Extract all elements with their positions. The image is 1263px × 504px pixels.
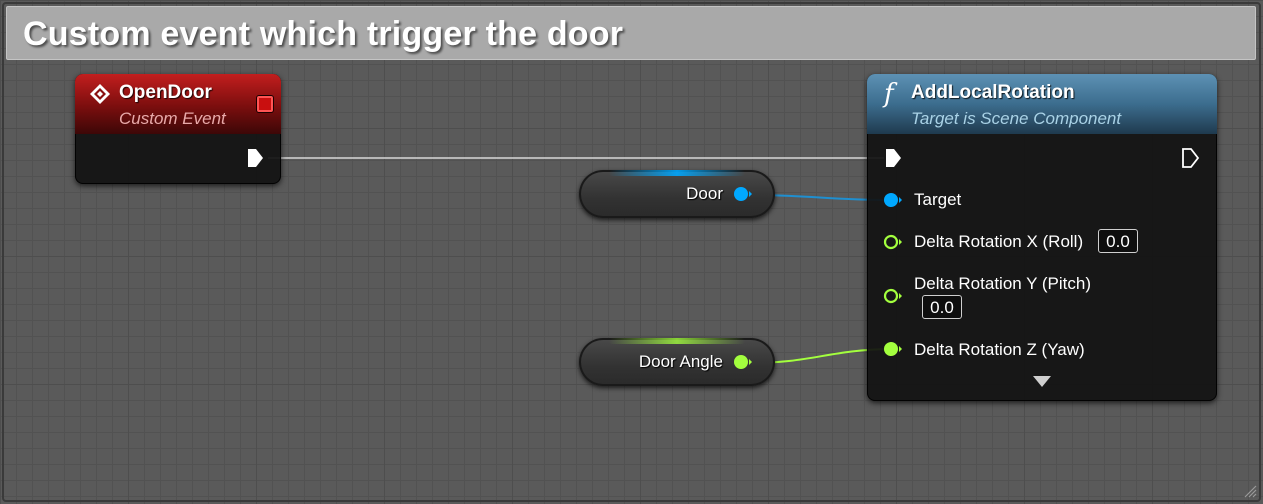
variable-highlight xyxy=(609,170,745,176)
delta-y-input-pin[interactable] xyxy=(883,288,903,304)
delegate-pin[interactable] xyxy=(257,96,273,112)
exec-input-pin[interactable] xyxy=(883,147,903,169)
node-subtitle: Custom Event xyxy=(119,109,226,128)
delta-y-value-field[interactable]: 0.0 xyxy=(922,295,962,319)
target-input-pin[interactable] xyxy=(883,192,903,208)
variable-label: Door xyxy=(686,184,723,203)
door-variable-node[interactable]: Door xyxy=(579,170,775,218)
exec-output-pin[interactable] xyxy=(245,147,265,169)
function-icon: f xyxy=(884,79,894,109)
delta-x-value-field[interactable]: 0.0 xyxy=(1098,229,1138,253)
variable-highlight xyxy=(609,338,745,344)
float-output-pin[interactable] xyxy=(733,354,753,370)
node-header xyxy=(867,74,1217,134)
delta-x-input-pin[interactable] xyxy=(883,234,903,250)
node-header xyxy=(75,74,281,134)
delta-x-label: Delta Rotation X (Roll) xyxy=(914,232,1084,251)
add-local-rotation-node[interactable]: f AddLocalRotation Target is Scene Compo… xyxy=(867,74,1217,401)
delta-z-label: Delta Rotation Z (Yaw) xyxy=(914,340,1085,359)
comment-box-header[interactable]: Custom event which trigger the door xyxy=(6,6,1256,60)
door-angle-variable-node[interactable]: Door Angle xyxy=(579,338,775,386)
chevron-down-icon[interactable] xyxy=(1033,376,1051,387)
node-title: AddLocalRotation xyxy=(911,82,1075,103)
node-subtitle: Target is Scene Component xyxy=(911,109,1122,128)
resize-grip-icon[interactable] xyxy=(1241,482,1257,498)
custom-event-node[interactable]: OpenDoor Custom Event xyxy=(75,74,281,184)
delta-y-label: Delta Rotation Y (Pitch) xyxy=(914,274,1092,293)
custom-event-icon xyxy=(90,84,110,104)
delta-z-input-pin[interactable] xyxy=(883,341,903,357)
comment-title: Custom event which trigger the door xyxy=(23,15,624,53)
variable-label: Door Angle xyxy=(638,352,723,371)
node-title: OpenDoor xyxy=(119,82,212,103)
object-output-pin[interactable] xyxy=(733,186,753,202)
exec-output-pin[interactable] xyxy=(1180,147,1200,169)
target-pin-label: Target xyxy=(914,190,962,209)
